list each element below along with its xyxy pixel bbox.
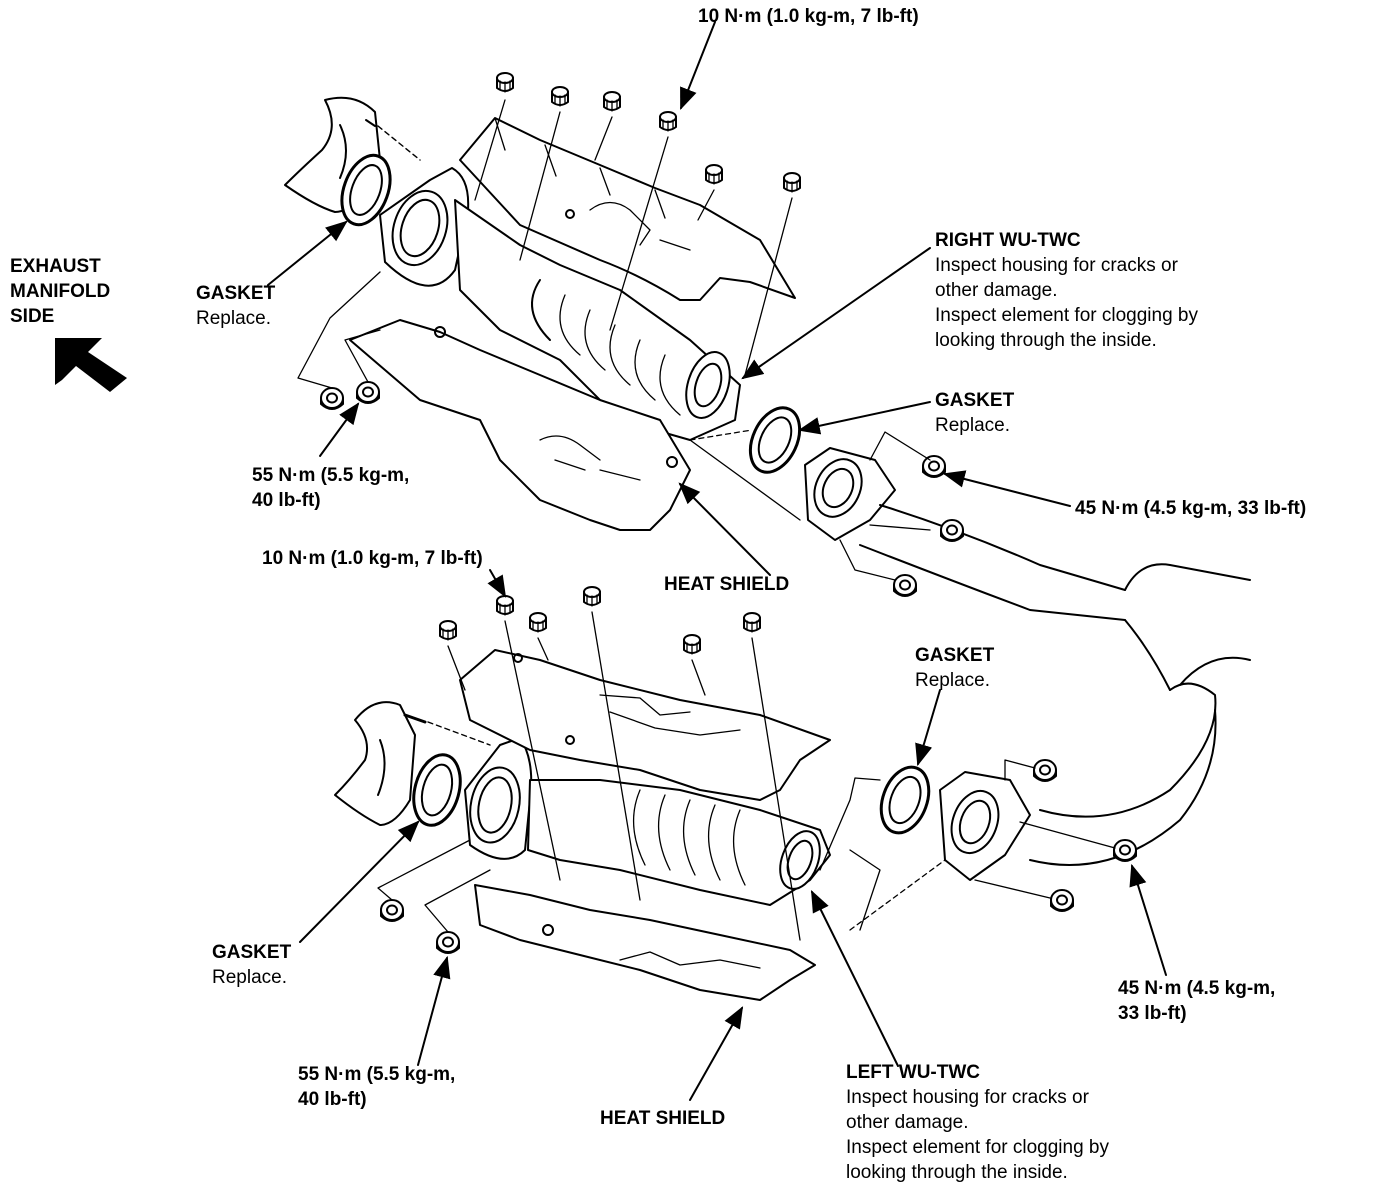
gasket-lower-right-label: GASKET Replace. [915, 643, 994, 693]
upper-left-gasket [340, 153, 392, 227]
leader-arrows [267, 21, 1167, 1101]
torque-45-lower-line1: 45 N·m (4.5 kg-m, [1118, 978, 1276, 999]
right-twc-title: RIGHT WU-TWC [935, 230, 1081, 251]
gasket-lower-right-note: Replace. [915, 670, 990, 691]
lower-left-nuts [377, 839, 491, 954]
torque-mid-label: 10 N·m (1.0 kg-m, 7 lb-ft) [262, 548, 483, 569]
upper-left-nuts [297, 271, 381, 410]
gasket-upper-left-label: GASKET Replace. [196, 281, 275, 331]
torque-45-lower-label: 45 N·m (4.5 kg-m, 33 lb-ft) [1118, 976, 1275, 1026]
right-twc-label: RIGHT WU-TWC Inspect housing for cracks … [935, 228, 1198, 353]
upper-right-gasket [748, 406, 802, 474]
torque-55-lower-line1: 55 N·m (5.5 kg-m, [298, 1064, 456, 1085]
torque-55-lower-line2: 40 lb-ft) [298, 1089, 367, 1110]
lower-upper-heat-shield [459, 649, 831, 801]
gasket-lower-left-label: GASKET Replace. [212, 940, 291, 990]
left-twc-title: LEFT WU-TWC [846, 1062, 981, 1083]
torque-55-upper-line1: 55 N·m (5.5 kg-m, [252, 465, 410, 486]
lower-manifold-flange [334, 701, 491, 826]
lower-right-nuts [819, 759, 1137, 931]
lower-pipe-flange [939, 771, 1031, 881]
gasket-lower-right-title: GASKET [915, 645, 995, 666]
exhaust-manifold-side-label: EXHAUST MANIFOLD SIDE [10, 254, 110, 329]
left-twc-line1: Inspect housing for cracks or [846, 1087, 1089, 1108]
gasket-lower-left-note: Replace. [212, 967, 287, 988]
gasket-upper-right-title: GASKET [935, 390, 1015, 411]
torque-55-upper-line2: 40 lb-ft) [252, 490, 321, 511]
lower-lower-heat-shield [474, 884, 816, 1001]
right-twc-line4: looking through the inside. [935, 330, 1157, 351]
exhaust-side-line3: SIDE [10, 306, 55, 327]
y-pipe [859, 504, 1251, 866]
upper-lower-heat-shield [349, 319, 691, 531]
torque-top-label: 10 N·m (1.0 kg-m, 7 lb-ft) [698, 6, 919, 27]
direction-arrow-icon [55, 338, 127, 392]
gasket-lower-left-title: GASKET [212, 942, 292, 963]
lower-right-gasket [879, 765, 931, 835]
right-twc-converter [379, 167, 741, 441]
gasket-upper-left-note: Replace. [196, 308, 271, 329]
torque-55-upper-label: 55 N·m (5.5 kg-m, 40 lb-ft) [252, 463, 409, 513]
gasket-upper-right-note: Replace. [935, 415, 1010, 436]
torque-45-upper-label: 45 N·m (4.5 kg-m, 33 lb-ft) [1075, 498, 1307, 519]
heat-shield-lower-label: HEAT SHIELD [600, 1108, 726, 1129]
right-twc-line1: Inspect housing for cracks or [935, 255, 1178, 276]
upper-right-nuts [689, 429, 964, 597]
lower-bolts [439, 586, 801, 941]
heat-shield-upper-label: HEAT SHIELD [664, 574, 790, 595]
right-twc-line3: Inspect element for clogging by [935, 305, 1198, 326]
left-twc-line3: Inspect element for clogging by [846, 1137, 1109, 1158]
torque-45-lower-line2: 33 lb-ft) [1118, 1003, 1187, 1024]
left-twc-line2: other damage. [846, 1112, 969, 1133]
left-twc-label: LEFT WU-TWC Inspect housing for cracks o… [846, 1060, 1109, 1185]
lower-left-gasket [412, 753, 462, 827]
left-twc-converter [464, 737, 831, 906]
upper-bolts [474, 72, 801, 376]
torque-55-lower-label: 55 N·m (5.5 kg-m, 40 lb-ft) [298, 1062, 455, 1112]
exhaust-side-line1: EXHAUST [10, 256, 101, 277]
gasket-upper-right-label: GASKET Replace. [935, 388, 1014, 438]
exhaust-side-line2: MANIFOLD [10, 281, 111, 302]
gasket-upper-left-title: GASKET [196, 283, 276, 304]
left-twc-line4: looking through the inside. [846, 1162, 1068, 1183]
upper-upper-heat-shield [459, 117, 796, 301]
right-twc-line2: other damage. [935, 280, 1058, 301]
